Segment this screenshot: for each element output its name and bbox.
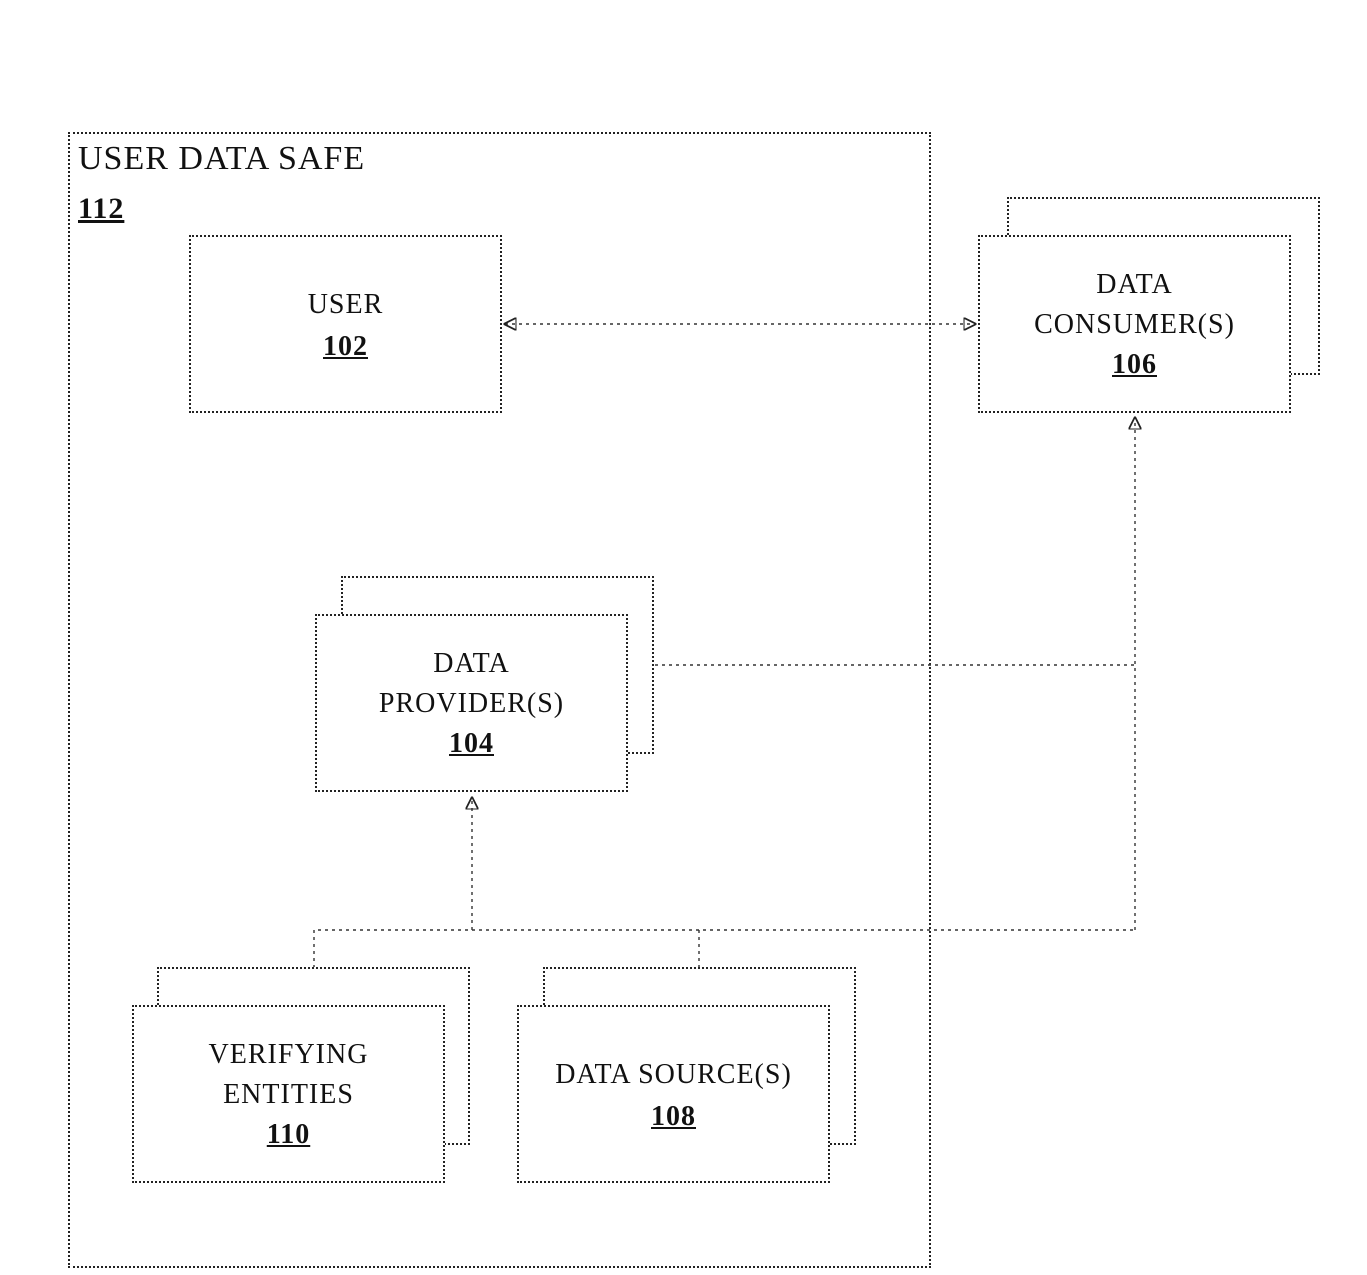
data-provider-box: DATA PROVIDER(S) 104 [315, 614, 628, 792]
verifying-entities-box: VERIFYING ENTITIES 110 [132, 1005, 445, 1183]
data-consumer-ref: 106 [980, 345, 1289, 385]
data-source-box: DATA SOURCE(S) 108 [517, 1005, 830, 1183]
data-consumer-title-line1: DATA [980, 265, 1289, 305]
data-provider-title-line1: DATA [317, 644, 626, 684]
data-consumer-title-line2: CONSUMER(S) [980, 305, 1289, 345]
user-title: USER [191, 285, 500, 325]
data-source-title: DATA SOURCE(S) [519, 1055, 828, 1095]
verifying-entities-ref: 110 [134, 1115, 443, 1155]
data-consumer-box: DATA CONSUMER(S) 106 [978, 235, 1291, 413]
user-ref: 102 [191, 327, 500, 367]
verifying-entities-title-line1: VERIFYING [134, 1035, 443, 1075]
data-provider-title-line2: PROVIDER(S) [317, 684, 626, 724]
verifying-entities-title-line2: ENTITIES [134, 1075, 443, 1115]
bottom-bus-connector [314, 930, 1135, 968]
user-box: USER 102 [189, 235, 502, 413]
data-provider-ref: 104 [317, 724, 626, 764]
data-source-ref: 108 [519, 1097, 828, 1137]
